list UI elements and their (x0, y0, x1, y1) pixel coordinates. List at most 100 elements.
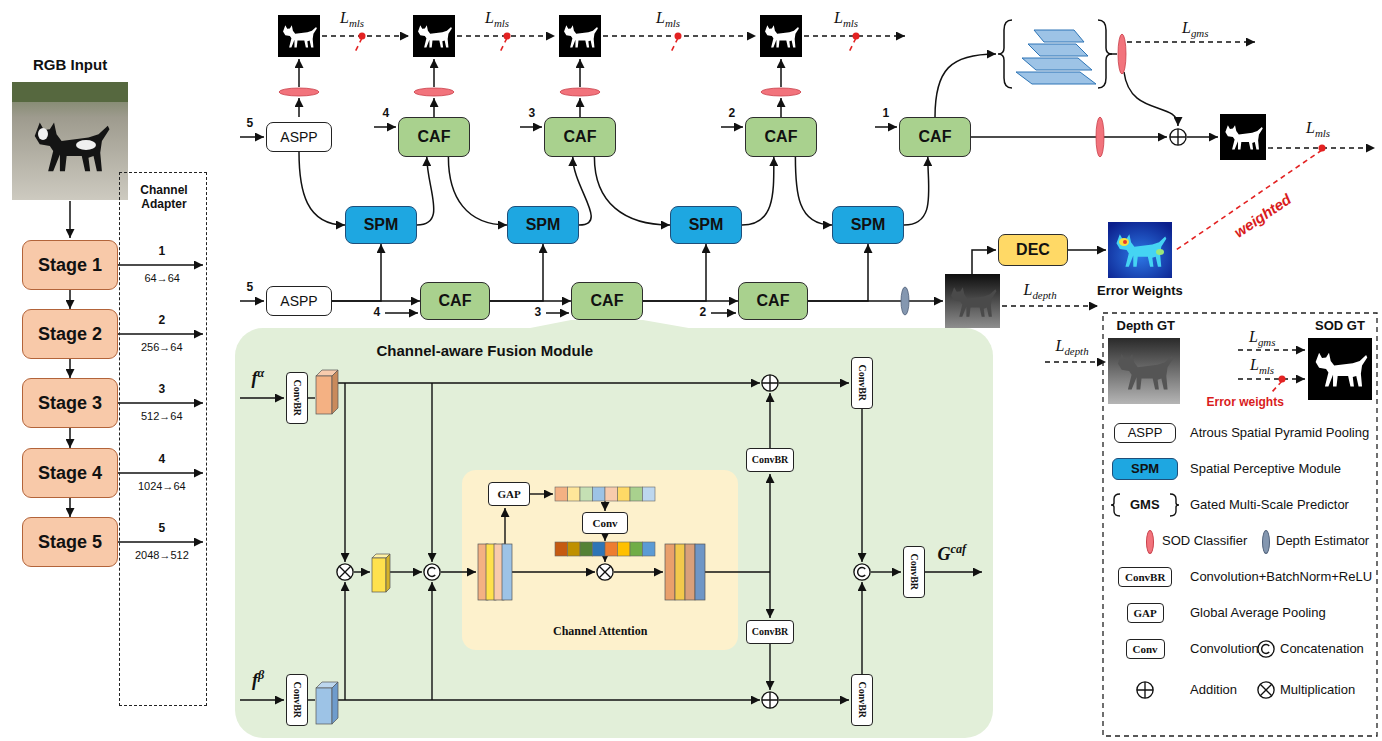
caf-box: CAF (738, 282, 808, 320)
saliency-map (278, 15, 1372, 400)
feature-name: fα (252, 368, 265, 389)
adapter-index: 5 (159, 522, 166, 536)
module-wire (431, 383, 432, 562)
wire (579, 98, 581, 117)
output-name-superscript: caf (951, 542, 967, 556)
wire (721, 126, 743, 128)
error-heatmap (1119, 238, 1129, 246)
loss-arrow (1045, 361, 1106, 362)
connector (448, 157, 507, 225)
loss-label-base: L (656, 9, 665, 26)
wire (118, 472, 203, 474)
module-background (235, 320, 993, 738)
operator-symbol (597, 564, 613, 580)
module-wire (308, 397, 315, 398)
classifier-symbol (414, 88, 454, 96)
module-wire (604, 501, 605, 511)
feature-block (316, 376, 332, 414)
caf-box: CAF (899, 117, 971, 157)
gms-stack (1016, 72, 1096, 84)
error-weight-link (671, 38, 678, 52)
attention-vector (555, 487, 655, 556)
spm-box: SPM (832, 206, 904, 244)
module-region-label: Channel-aware Fusion Module (377, 342, 594, 359)
loss-label-subscript: gms (1258, 336, 1276, 348)
error-heatmap (1116, 234, 1166, 266)
loss-dot (1319, 145, 1326, 152)
convbr-box: ConvBR (746, 448, 794, 472)
legend-text: Convolution (1190, 642, 1259, 657)
dec-box: DEC (998, 234, 1068, 266)
convbr-box-label: ConvBR (856, 365, 868, 402)
legend-frame (1103, 313, 1377, 736)
legend-frame (1111, 494, 1120, 516)
feature-block (332, 682, 338, 724)
connector (69, 498, 71, 517)
input-index: 4 (374, 306, 381, 320)
stage-box-label: Stage 3 (38, 393, 102, 414)
loss-label-subscript: mls (1315, 127, 1330, 139)
feature-block (695, 544, 705, 600)
module-wire (925, 571, 982, 572)
convbr-box-label: ConvBR (752, 454, 789, 466)
dec-box-label: DEC (1016, 241, 1050, 259)
connector (643, 244, 706, 301)
convbr-box: ConvBR (851, 674, 873, 726)
attention-vector (568, 487, 581, 501)
module-wire (338, 699, 760, 700)
saliency-map (1220, 114, 1266, 160)
saliency-map (765, 25, 799, 47)
aspp-box: ASPP (266, 286, 332, 316)
input-index: 3 (535, 306, 542, 320)
saliency-map (283, 25, 317, 47)
input-index: 5 (247, 117, 254, 131)
legend-frame (1258, 682, 1274, 698)
input-index: 2 (700, 306, 707, 320)
adapter-index: 1 (159, 245, 166, 259)
loss-dot (675, 33, 682, 40)
convbr-box: ConvBR (286, 372, 308, 424)
stage-box-label: Stage 4 (38, 463, 102, 484)
loss-label-base: L (340, 9, 349, 26)
error-weight-link (355, 38, 362, 52)
saliency-map (278, 15, 320, 57)
wire (711, 312, 736, 314)
convbr-box-label: ConvBR (856, 682, 868, 719)
loss-dot (1279, 376, 1286, 383)
channel-mapping: 512→64 (141, 410, 183, 423)
feature-block (502, 544, 512, 600)
saliency-map (418, 25, 452, 47)
module-wire (240, 699, 284, 700)
gms-stack (1034, 30, 1084, 42)
spm-box: SPM (345, 206, 417, 244)
module-region: Channel-aware Fusion ModuleConvBR ConvBR C… (235, 328, 993, 738)
saliency-map (1316, 353, 1368, 387)
adapter-group-label: Channel Adapter (126, 183, 202, 212)
attention-region-label: Channel Attention (553, 625, 647, 639)
module-wire (504, 508, 505, 544)
module-wire (769, 474, 770, 572)
legend-sample: Conv (1126, 639, 1165, 660)
feature-name-superscript: α (258, 366, 265, 380)
caf-box-label: CAF (439, 292, 472, 310)
classifier-symbol (560, 88, 600, 96)
module-wire (308, 699, 315, 700)
wire (118, 264, 203, 266)
connector (594, 157, 670, 225)
classifier-symbol (761, 88, 801, 96)
legend-text: Atrous Spatial Pyramid Pooling (1190, 426, 1369, 441)
stage-box-label: Stage 5 (38, 532, 102, 553)
operator-symbol (762, 375, 778, 391)
connector (417, 157, 434, 225)
loss-label-base: L (1306, 119, 1315, 136)
gms-stack (998, 20, 1112, 88)
module-wire (604, 556, 605, 562)
connector (742, 157, 774, 225)
loss-dot (359, 33, 366, 40)
spm-box: SPM (670, 206, 742, 244)
loss-label-subscript: depth (1064, 345, 1088, 357)
module-wire (390, 571, 422, 572)
legend-text: Multiplication (1280, 683, 1355, 698)
legend-swatch (1146, 530, 1154, 554)
connector (299, 152, 345, 225)
